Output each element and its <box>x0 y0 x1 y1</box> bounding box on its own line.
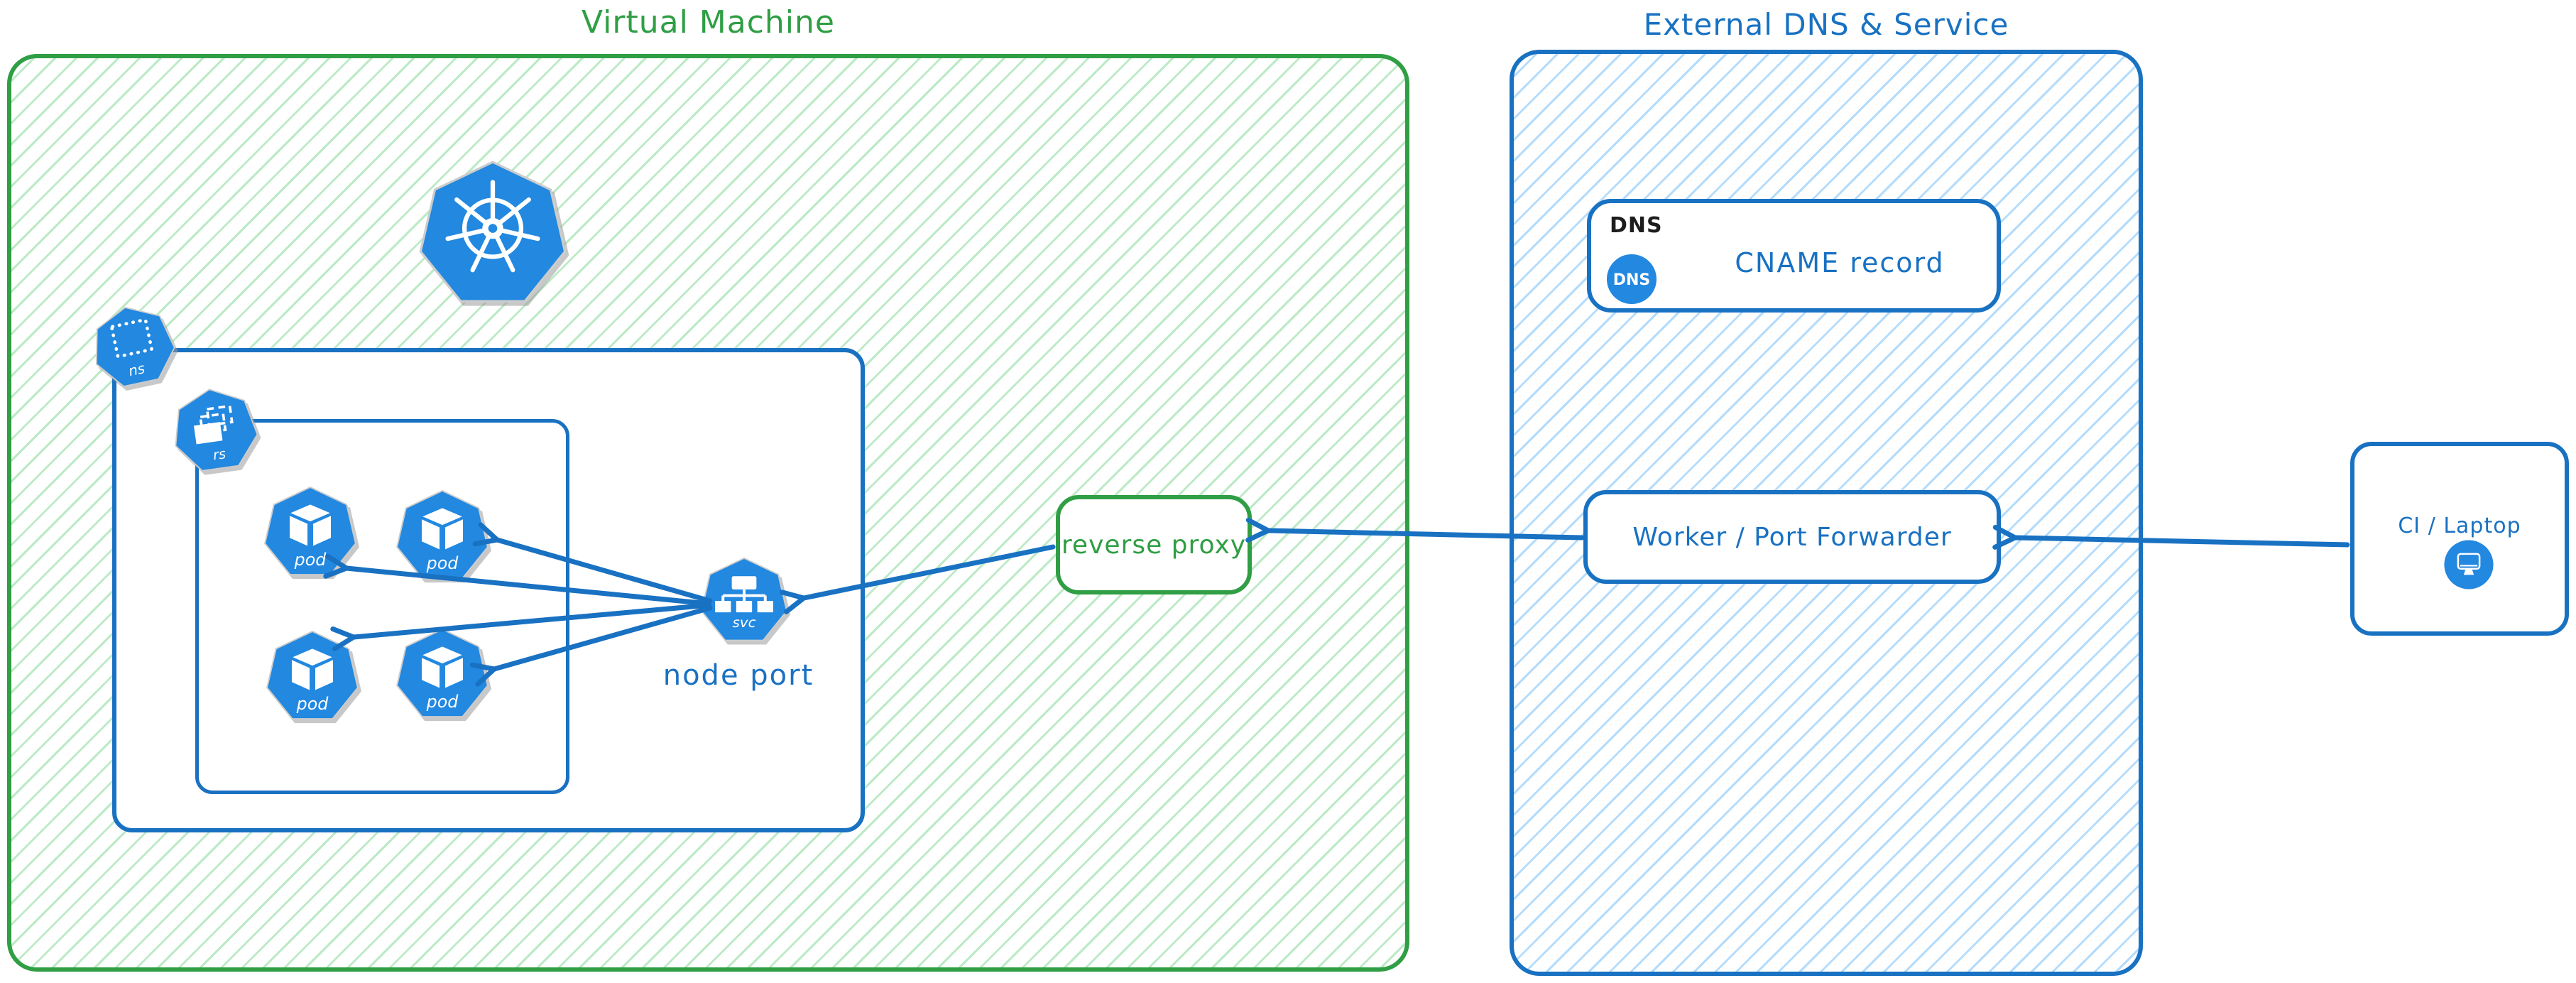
service-icon: svc <box>700 557 788 641</box>
reverse-proxy-box: reverse proxy <box>1056 495 1252 594</box>
pod-icon: pod <box>264 486 356 576</box>
cube-glyph <box>289 504 332 546</box>
cname-record-label: CNAME record <box>1735 247 1945 278</box>
svg-text:pod: pod <box>426 553 459 573</box>
reverse-proxy-label: reverse proxy <box>1061 530 1247 560</box>
svg-text:pod: pod <box>426 692 459 712</box>
pod-icon: pod <box>396 628 489 718</box>
pod-icon: pod <box>266 630 359 720</box>
external-group-title: External DNS & Service <box>1643 7 2009 42</box>
kubernetes-icon <box>419 161 567 303</box>
dotted-square-glyph <box>110 317 153 359</box>
svg-text:ns: ns <box>127 360 146 379</box>
worker-port-forwarder-box: Worker / Port Forwarder <box>1583 490 2001 584</box>
dns-heading: DNS <box>1610 213 1663 238</box>
node-port-label: node port <box>662 659 814 692</box>
cube-glyph <box>421 508 464 550</box>
laptop-icon <box>2444 540 2494 590</box>
dns-card: DNS DNS CNAME record <box>1587 199 2001 313</box>
ci-laptop-box: CI / Laptop <box>2350 442 2569 636</box>
replicaset-box <box>195 419 569 794</box>
svg-text:pod: pod <box>296 694 329 714</box>
dns-icon: DNS <box>1607 254 1657 304</box>
cube-glyph <box>421 646 464 688</box>
namespace-icon: ns <box>95 307 175 387</box>
svg-text:rs: rs <box>212 445 227 463</box>
svg-text:svc: svc <box>733 614 756 631</box>
svg-text:pod: pod <box>294 550 327 570</box>
pod-icon: pod <box>396 489 489 580</box>
svg-text:DNS: DNS <box>1613 271 1651 289</box>
service-tree-glyph <box>715 576 773 613</box>
ci-laptop-label: CI / Laptop <box>2398 514 2521 538</box>
worker-port-forwarder-label: Worker / Port Forwarder <box>1632 522 1952 552</box>
vm-group-title: Virtual Machine <box>582 4 835 40</box>
replicaset-icon: rs <box>175 389 258 472</box>
cube-glyph <box>291 648 334 690</box>
